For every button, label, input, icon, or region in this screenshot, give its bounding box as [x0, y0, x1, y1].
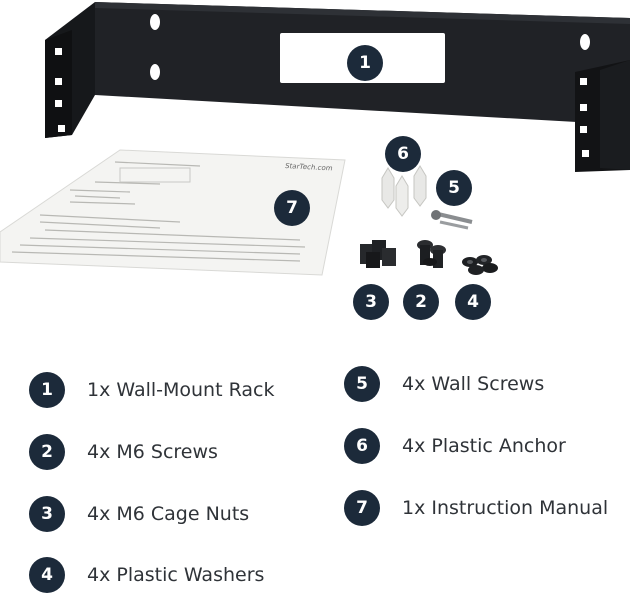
manual-brand-text: StarTech.com [285, 162, 333, 172]
legend-label: 4x Plastic Washers [87, 564, 265, 586]
callout-wall-screw-badge: 5 [436, 170, 472, 206]
instruction-manual: StarTech.com [0, 149, 346, 276]
legend-label: 4x M6 Screws [87, 441, 218, 463]
legend-badge: 3 [29, 496, 65, 532]
wall-mount-rack [45, 2, 630, 172]
legend-badge: 6 [344, 428, 380, 464]
callout-rack-badge: 1 [347, 45, 383, 81]
legend-item-plastic-washers: 4 4x Plastic Washers [29, 557, 264, 593]
m6-screws [417, 240, 446, 268]
wall-screws [431, 210, 473, 230]
legend-item-instruction-manual: 7 1x Instruction Manual [344, 490, 608, 526]
legend-label: 1x Instruction Manual [402, 497, 609, 519]
plastic-anchors [381, 165, 427, 217]
legend-badge: 1 [29, 372, 65, 408]
legend-badge: 2 [29, 434, 65, 470]
legend-item-plastic-anchor: 6 4x Plastic Anchor [344, 428, 566, 464]
callout-m6-screw-badge: 2 [403, 284, 439, 320]
legend-label: 4x Wall Screws [402, 373, 545, 395]
legend-item-wall-screws: 5 4x Wall Screws [344, 366, 544, 402]
legend-label: 1x Wall-Mount Rack [87, 379, 275, 401]
callout-cage-nut-badge: 3 [353, 284, 389, 320]
legend-item-m6-cage-nuts: 3 4x M6 Cage Nuts [29, 496, 249, 532]
legend-badge: 5 [344, 366, 380, 402]
product-photo: StarTech.com [0, 2, 630, 276]
plastic-washers [462, 255, 498, 275]
cage-nuts [360, 240, 396, 268]
callout-washer-badge: 4 [455, 284, 491, 320]
legend-label: 4x Plastic Anchor [402, 435, 566, 457]
legend-item-wall-mount-rack: 1 1x Wall-Mount Rack [29, 372, 274, 408]
callout-anchor-badge: 6 [385, 136, 421, 172]
legend-item-m6-screws: 2 4x M6 Screws [29, 434, 218, 470]
legend-badge: 7 [344, 490, 380, 526]
callout-manual-badge: 7 [274, 190, 310, 226]
legend-badge: 4 [29, 557, 65, 593]
legend-label: 4x M6 Cage Nuts [87, 503, 250, 525]
